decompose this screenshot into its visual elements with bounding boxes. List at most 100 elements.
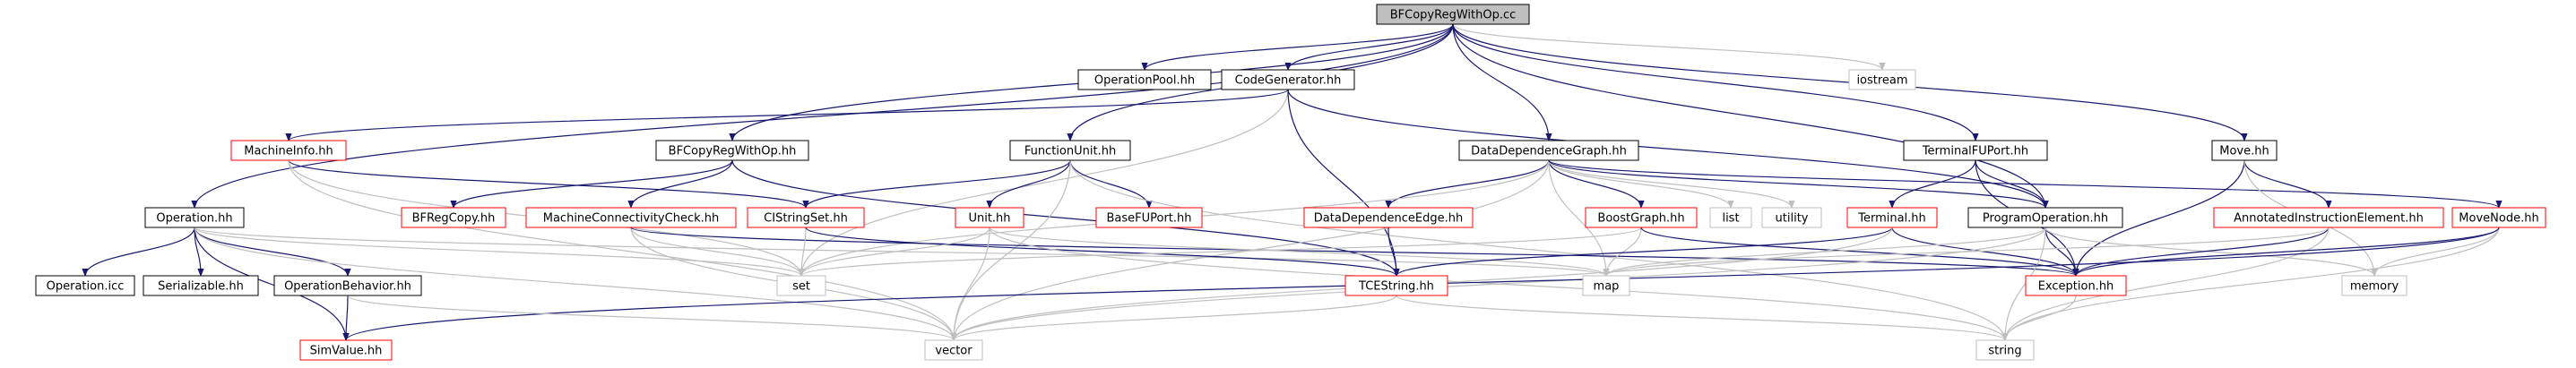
edge-line — [2076, 159, 2245, 276]
node-termFU[interactable]: TerminalFUPort.hh — [1903, 140, 2048, 161]
node-bfCopyOp[interactable]: BFCopyRegWithOp.hh — [655, 140, 809, 161]
edge-operation-to-opBeh — [194, 227, 348, 277]
node-opBeh[interactable]: OperationBehavior.hh — [273, 275, 422, 296]
edge-line — [2005, 295, 2077, 341]
node-machInfo[interactable]: MachineInfo.hh — [230, 140, 347, 161]
node-box — [2213, 207, 2444, 228]
node-box — [924, 339, 983, 361]
node-box — [2025, 275, 2127, 296]
node-label: MachineConnectivityCheck.hh — [543, 212, 719, 226]
node-label: Unit.hh — [968, 212, 1010, 226]
node-simValue[interactable]: SimValue.hh — [299, 339, 393, 361]
edge-operation-to-vector — [194, 227, 954, 340]
node-list: list — [1709, 207, 1752, 228]
edge-bfCopyOp-to-bfRegCopy — [454, 159, 733, 209]
edge-line — [194, 23, 1454, 208]
edge-unit-to-set — [801, 227, 990, 277]
node-opIcc[interactable]: Operation.icc — [35, 275, 135, 296]
node-boostGraph[interactable]: BoostGraph.hh — [1585, 207, 1698, 228]
node-string: string — [1975, 339, 2035, 361]
node-opPool[interactable]: OperationPool.hh — [1077, 69, 1212, 90]
node-progOp[interactable]: ProgramOperation.hh — [1967, 207, 2123, 228]
edge-line — [630, 227, 801, 277]
node-label: Serializable.hh — [158, 280, 244, 294]
node-codeGen[interactable]: CodeGenerator.hh — [1221, 69, 1355, 90]
edge-moveH-to-exception — [2076, 159, 2245, 276]
node-box — [35, 275, 135, 296]
node-box — [955, 207, 1024, 228]
node-box — [1846, 207, 1938, 228]
edge-line — [1069, 159, 2005, 340]
edge-mcc-to-exception — [630, 227, 2076, 277]
node-box — [1095, 207, 1203, 228]
edge-operation-to-opIcc — [85, 227, 195, 277]
edge-machInfo-to-vector — [288, 159, 954, 340]
edge-mcc-to-set — [630, 227, 801, 277]
edge-bfCopyOp-to-mcc — [631, 159, 733, 209]
edge-line — [954, 295, 1397, 341]
node-funcUnit[interactable]: FunctionUnit.hh — [1009, 140, 1131, 161]
node-box — [1967, 207, 2123, 228]
edge-line — [1452, 23, 1549, 141]
node-iostream: iostream — [1848, 69, 1916, 90]
node-serial[interactable]: Serializable.hh — [143, 275, 259, 296]
edge-ciStringSet-to-tceString — [805, 227, 1396, 277]
node-exception[interactable]: Exception.hh — [2025, 275, 2127, 296]
node-label: MoveNode.hh — [2459, 212, 2538, 226]
edge-line — [194, 227, 801, 277]
edge-line — [2005, 227, 2500, 340]
edge-line — [194, 227, 1606, 277]
node-label: TerminalFUPort.hh — [1922, 145, 2028, 158]
node-label: AnnotatedInstructionElement.hh — [2234, 212, 2424, 226]
edge-moveH-to-aie — [2243, 159, 2329, 209]
node-mcc[interactable]: MachineConnectivityCheck.hh — [525, 207, 737, 228]
edge-ddg-to-moveNode — [1548, 159, 2499, 209]
node-aie[interactable]: AnnotatedInstructionElement.hh — [2213, 207, 2444, 228]
node-label: BFRegCopy.hh — [412, 212, 496, 226]
node-tceString[interactable]: TCEString.hh — [1344, 275, 1448, 296]
node-label: BFCopyRegWithOp.hh — [669, 145, 797, 158]
edge-codeGen-to-progOp — [1287, 89, 2045, 208]
edge-line — [1548, 159, 1641, 209]
edge-line — [1396, 227, 1893, 277]
node-moveNode[interactable]: MoveNode.hh — [2451, 207, 2546, 228]
node-box — [1582, 275, 1630, 296]
node-root[interactable]: BFCopyRegWithOp.cc — [1376, 4, 1530, 25]
node-box — [1221, 69, 1355, 90]
node-label: Terminal.hh — [1857, 212, 1926, 226]
edge-aie-to-exception — [2076, 227, 2330, 277]
edge-moveNode-to-string — [2005, 227, 2500, 340]
node-box — [230, 140, 347, 161]
edge-machInfo-to-ciStringSet — [288, 159, 806, 209]
node-label: BaseFUPort.hh — [1106, 212, 1191, 226]
node-ciStringSet[interactable]: CIStringSet.hh — [747, 207, 865, 228]
node-label: TCEString.hh — [1358, 280, 1434, 294]
node-terminal[interactable]: Terminal.hh — [1846, 207, 1938, 228]
node-box — [1709, 207, 1752, 228]
edge-funcUnit-to-unit — [990, 159, 1071, 209]
node-dde[interactable]: DataDependenceEdge.hh — [1303, 207, 1474, 228]
node-label: map — [1594, 280, 1620, 294]
edge-line — [2076, 227, 2500, 277]
node-label: BoostGraph.hh — [1597, 212, 1684, 226]
edge-line — [954, 227, 990, 340]
edge-ddg-to-utility — [1548, 159, 1792, 209]
node-baseFU[interactable]: BaseFUPort.hh — [1095, 207, 1203, 228]
node-ddg[interactable]: DataDependenceGraph.hh — [1458, 140, 1639, 161]
edge-root-to-termFU — [1452, 23, 1975, 141]
node-box — [776, 275, 826, 296]
node-box — [2451, 207, 2546, 228]
node-bfRegCopy[interactable]: BFRegCopy.hh — [401, 207, 506, 228]
node-moveH[interactable]: Move.hh — [2211, 140, 2278, 161]
node-unit[interactable]: Unit.hh — [955, 207, 1024, 228]
edge-line — [1548, 159, 2499, 209]
edge-line — [1396, 295, 2005, 341]
node-label: ProgramOperation.hh — [1983, 212, 2108, 226]
node-box — [2211, 140, 2278, 161]
node-operation[interactable]: Operation.hh — [144, 207, 245, 228]
edge-boostGraph-to-set — [801, 227, 1642, 277]
edge-ddg-to-map — [1548, 159, 1606, 276]
node-memory: memory — [2341, 275, 2407, 296]
edge-line — [1388, 159, 1550, 209]
